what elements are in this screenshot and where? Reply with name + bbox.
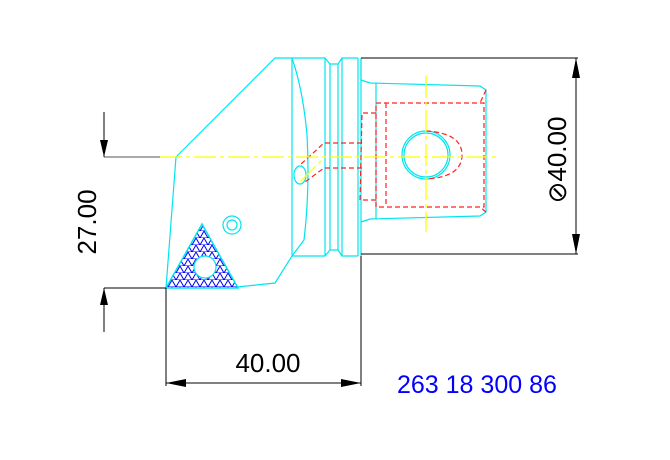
- cutting-insert: [164, 222, 240, 289]
- dimension-height-label: 27.00: [72, 189, 102, 254]
- hidden-lines: [299, 89, 487, 213]
- part-number: 263 18 300 86: [397, 371, 557, 399]
- dimension-width-label: 40.00: [235, 348, 300, 378]
- dimension-lines: [103, 57, 578, 386]
- center-lines: [160, 76, 500, 232]
- dimension-arrows: [100, 58, 580, 387]
- dimension-diameter-label: ⊘40.00: [542, 117, 572, 204]
